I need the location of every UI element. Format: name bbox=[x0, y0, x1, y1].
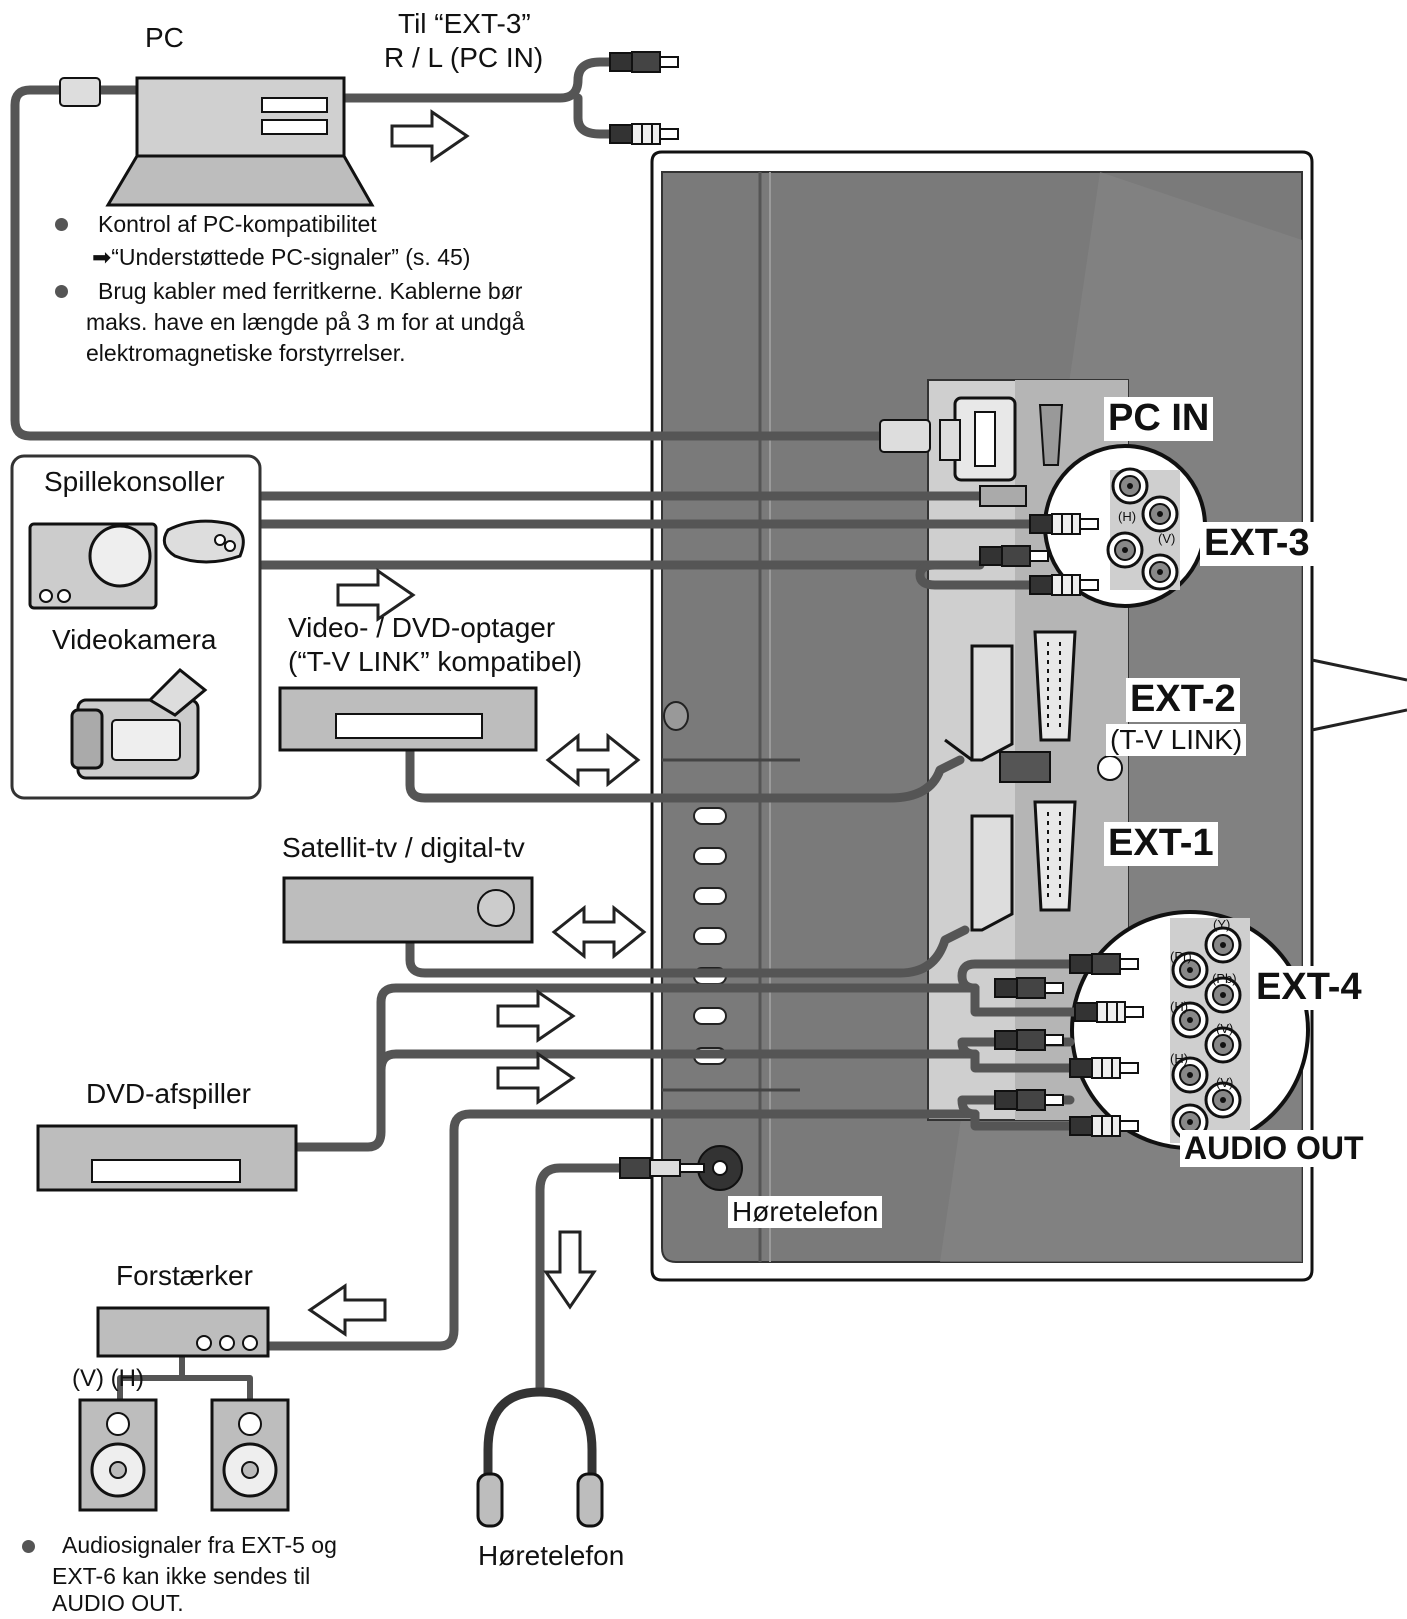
arrow-headphone bbox=[544, 1230, 596, 1309]
port-label-ext2: EXT-2 bbox=[1126, 678, 1240, 722]
game-console-icon bbox=[28, 522, 158, 610]
pc-label: PC bbox=[145, 22, 184, 53]
amplifier-label: Forstærker bbox=[116, 1260, 253, 1291]
camcorder-icon bbox=[70, 667, 208, 780]
note-cable-1: Brug kabler med ferritkerne. Kablerne bø… bbox=[98, 278, 523, 304]
ext3-jack-label-h: (H) bbox=[1118, 509, 1137, 524]
note-cable-2: maks. have en længde på 3 m for at undgå bbox=[86, 309, 525, 335]
ext4-jack-label-y: (Y) bbox=[1213, 917, 1231, 932]
port-label-ext1: EXT-1 bbox=[1104, 822, 1218, 866]
arrow-pc-audio bbox=[390, 110, 469, 162]
arrow-recorder bbox=[546, 734, 640, 786]
vent-slots bbox=[693, 807, 727, 1065]
audio-jack-label-v1: (V) bbox=[1216, 1021, 1234, 1036]
pc-audio-target-label-2: R / L (PC IN) bbox=[384, 42, 544, 73]
note-pc-check: Kontrol af PC-kompatibilitet bbox=[98, 211, 377, 237]
port-label-audio-out: AUDIO OUT bbox=[1180, 1130, 1368, 1167]
note-audio-2: EXT-6 kan ikke sendes til bbox=[52, 1563, 311, 1589]
bullet-audio-note bbox=[22, 1540, 35, 1553]
note-cable-3: elektromagnetiske forstyrrelser. bbox=[86, 340, 406, 366]
recorder-icon bbox=[278, 686, 538, 752]
arrow-dvd-2 bbox=[496, 1052, 575, 1104]
pc-audio-target-label: Til “EXT-3” bbox=[398, 8, 531, 39]
recorder-label-1: Video- / DVD-optager bbox=[288, 612, 556, 643]
satellite-receiver-icon bbox=[282, 876, 534, 944]
gamepad-icon bbox=[162, 519, 245, 564]
dvd-player-icon bbox=[36, 1124, 298, 1192]
audio-jack-label-v2: (V) bbox=[1216, 1075, 1234, 1090]
game-camcorder-panel bbox=[10, 454, 262, 800]
pc-icon bbox=[105, 76, 375, 207]
headphones-icon bbox=[476, 1387, 604, 1528]
bullet-pc-check bbox=[55, 218, 68, 231]
ext3-jack-label-v: (V) bbox=[1158, 531, 1176, 546]
arrow-satellite bbox=[552, 906, 646, 958]
bullet-cable-note bbox=[55, 285, 68, 298]
note-audio-3: AUDIO OUT. bbox=[52, 1590, 184, 1616]
amplifier-icon bbox=[96, 1306, 270, 1358]
ext4-jack-label-pb: (Pb) bbox=[1212, 971, 1237, 986]
port-label-ext2-sub: (T-V LINK) bbox=[1106, 724, 1247, 757]
speaker-right-icon bbox=[210, 1398, 290, 1512]
port-label-ext3: EXT-3 bbox=[1200, 522, 1314, 566]
pc-in-connector bbox=[939, 396, 1064, 482]
camcorder-label: Videokamera bbox=[52, 624, 217, 655]
headphones-label: Høretelefon bbox=[478, 1540, 625, 1571]
note-pc-ref: ➡“Understøttede PC-signaler” (s. 45) bbox=[92, 244, 471, 270]
note-audio-1: Audiosignaler fra EXT-5 og bbox=[62, 1532, 337, 1558]
speaker-lr-label: (V) (H) bbox=[72, 1365, 144, 1392]
ext1-scart-connector bbox=[970, 800, 1077, 932]
cables bbox=[10, 57, 1090, 1403]
satellite-label: Satellit-tv / digital-tv bbox=[282, 832, 525, 863]
port-label-pc-in: PC IN bbox=[1104, 397, 1214, 441]
headphone-plug bbox=[619, 1157, 705, 1179]
recorder-label-2: (“T-V LINK” kompatibel) bbox=[288, 646, 583, 677]
ext4-magnifier bbox=[1070, 910, 1310, 1150]
audio-jack-label-h2: (H) bbox=[1170, 1051, 1189, 1066]
arrow-amplifier bbox=[308, 1284, 387, 1336]
ext2-scart-connector bbox=[944, 630, 1123, 783]
headphone-jack-label: Høretelefon bbox=[728, 1196, 883, 1229]
audio-jack-label-h1: (H) bbox=[1170, 999, 1189, 1014]
arrow-dvd-1 bbox=[496, 990, 575, 1042]
ext4-jack-label-pr: (Pr) bbox=[1170, 949, 1192, 964]
cable-plugs bbox=[59, 51, 1144, 1179]
speaker-left-icon bbox=[78, 1398, 158, 1512]
port-label-ext4: EXT-4 bbox=[1252, 966, 1366, 1010]
dvd-player-label: DVD-afspiller bbox=[86, 1078, 251, 1109]
game-console-label: Spillekonsoller bbox=[44, 466, 225, 497]
